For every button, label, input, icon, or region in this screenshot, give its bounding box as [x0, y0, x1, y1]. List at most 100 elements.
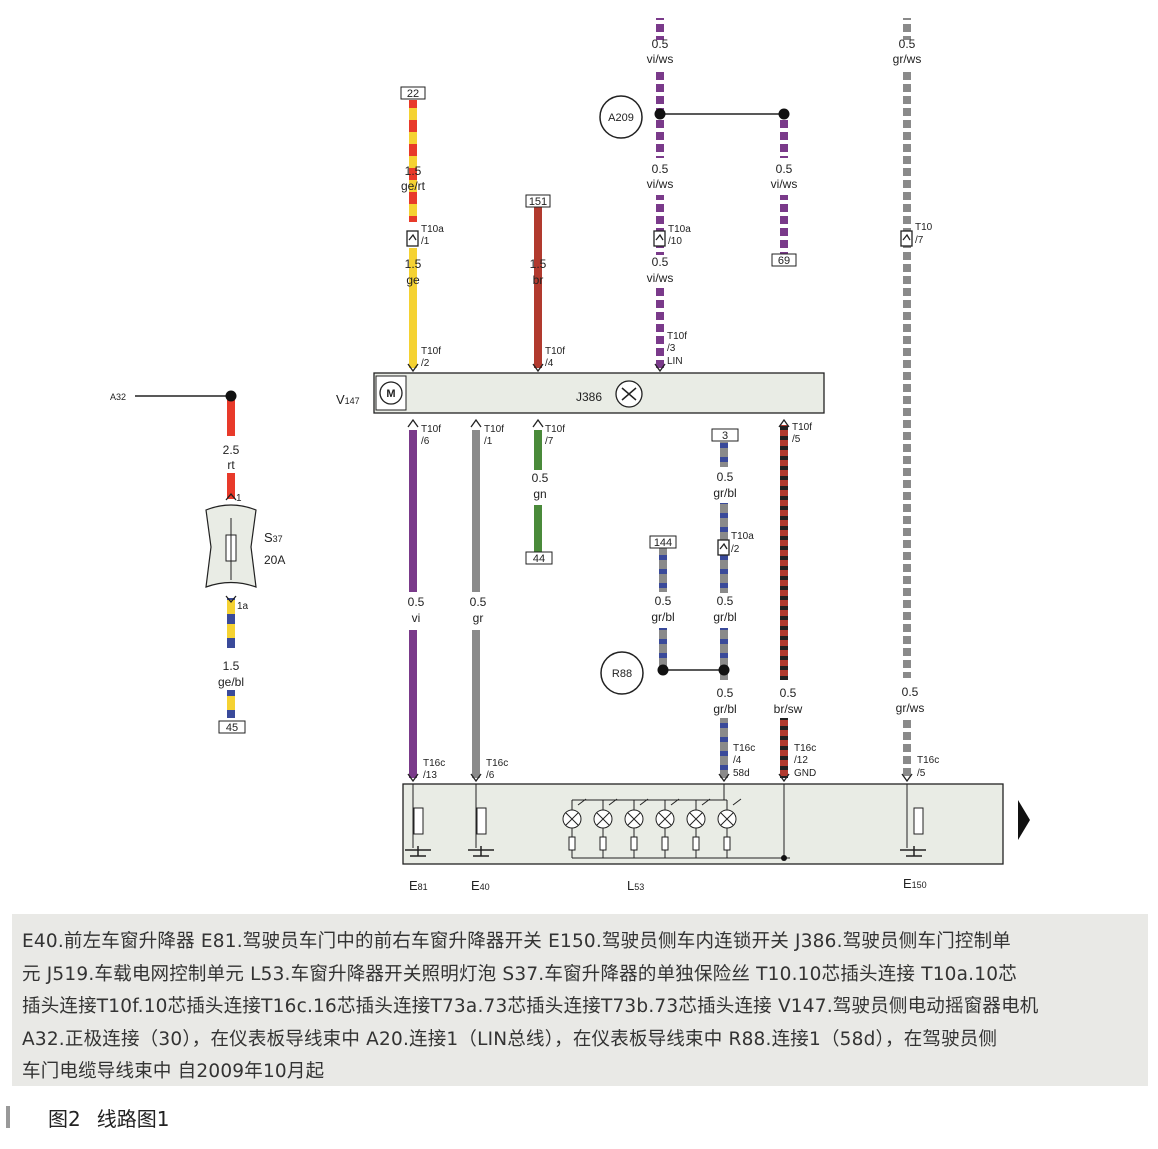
wire-label-size: 0.5 — [717, 686, 734, 700]
wire-label-code: gr/bl — [713, 486, 736, 500]
wire-ge — [409, 248, 417, 368]
legend-line: 车门电缆导线束中 自2009年10月起 — [22, 1061, 325, 1082]
door-switch-unit — [402, 783, 1030, 865]
wire-gn-low — [534, 505, 542, 553]
wire-ge-rt — [409, 100, 417, 222]
e81-label: E81 — [409, 878, 428, 893]
wire-label-size: 0.5 — [780, 686, 797, 700]
bulb-icon — [686, 800, 706, 858]
legend-line: A32.正极连接（30），在仪表板导线束中 A20.连接1（LIN总线），在仪表… — [22, 1028, 998, 1050]
wire-label-code: vi/ws — [647, 271, 674, 285]
svg-text:1: 1 — [236, 493, 242, 504]
s37-label: S37 — [264, 530, 283, 545]
wire-label-code: vi/ws — [647, 177, 674, 191]
svg-text:GND: GND — [794, 768, 816, 779]
wire-label-size: 0.5 — [717, 470, 734, 484]
svg-text:/4: /4 — [545, 358, 554, 369]
wire-ge-bl — [227, 598, 235, 648]
v147-label: V147 — [336, 392, 360, 407]
wire-vi-ws-branch — [780, 114, 788, 158]
wire-gr-low — [472, 630, 480, 778]
wire-label-code: br — [533, 273, 544, 287]
wire-vi-ws-low — [656, 288, 664, 368]
j386-label: J386 — [576, 390, 602, 404]
svg-text:/2: /2 — [421, 358, 430, 369]
component-labels: E81 E40 L53 E150 — [409, 876, 927, 893]
ref-45: 45 — [226, 722, 238, 734]
svg-text:/7: /7 — [915, 235, 924, 246]
wire-label-size: 0.5 — [776, 162, 793, 176]
pin-labels: T10a/1 T10a/10 T10/7 T10a/2 T10f/2 T10f/… — [236, 222, 939, 781]
svg-text:T10f: T10f — [421, 346, 441, 357]
wire-label-code: gr/bl — [713, 610, 736, 624]
wire-label-size: 2.5 — [223, 443, 240, 457]
svg-text:T10f: T10f — [545, 346, 565, 357]
wire-gr-bl-1 — [720, 442, 728, 467]
wire-label-size: 0.5 — [899, 37, 916, 51]
pin-symbols — [225, 230, 913, 783]
wire-label-code: rt — [227, 458, 235, 472]
e40-switch-icon — [468, 784, 494, 857]
legend-line: E40.前左车窗升降器 E81.驾驶员车门中的前右车窗升降器开关 E150.驾驶… — [22, 931, 1011, 952]
wire-label-code: ge — [406, 273, 420, 287]
legend-line: 插头连接T10f.10芯插头连接T16c.16芯插头连接T73a.73芯插头连接… — [22, 996, 1039, 1017]
motor-icon — [379, 381, 403, 405]
wire-br-sw-low — [780, 718, 788, 778]
wire-label-size: 0.5 — [532, 471, 549, 485]
svg-text:/5: /5 — [792, 434, 801, 445]
wire-vi — [409, 430, 417, 592]
wire-vi-low — [409, 630, 417, 778]
j386-control-unit: M J386 — [373, 372, 825, 414]
svg-text:T16c: T16c — [423, 758, 445, 769]
wiring-diagram: 1.5 ge/rt 1.5 ge 1.5 br 0.5 vi/ws 0.5 vi… — [110, 18, 1030, 893]
svg-text:/5: /5 — [917, 768, 926, 779]
ref-3: 3 — [722, 430, 728, 442]
svg-text:LIN: LIN — [667, 356, 683, 367]
node-r88: R88 — [612, 668, 632, 680]
wire-labels: 1.5 ge/rt 1.5 ge 1.5 br 0.5 vi/ws 0.5 vi… — [218, 37, 924, 716]
bulb-icon — [562, 800, 582, 858]
wire-gr-ws-top — [903, 18, 911, 40]
svg-text:/4: /4 — [733, 755, 742, 766]
wire-label-size: 1.5 — [223, 659, 240, 673]
svg-text:/12: /12 — [794, 755, 808, 766]
wire-label-code: gr/ws — [893, 52, 922, 66]
ref-44: 44 — [533, 553, 545, 565]
page-edge-mark — [6, 1106, 10, 1128]
svg-text:T16c: T16c — [733, 743, 755, 754]
svg-text:/6: /6 — [486, 770, 495, 781]
wire-gr-bl-3 — [720, 628, 728, 680]
connection-nodes: A209 R88 A32 — [110, 95, 644, 695]
wire-label-size: 0.5 — [470, 595, 487, 609]
junction-lines — [135, 113, 784, 671]
wire-vi-ws-top — [656, 18, 664, 40]
l53-bulb-array — [562, 784, 790, 859]
legend-panel: E40.前左车窗升降器 E81.驾驶员车门中的前右车窗升降器开关 E150.驾驶… — [12, 914, 1148, 1086]
bulb-icon — [655, 800, 675, 858]
figure-title: 线路图1 — [96, 1107, 170, 1131]
e40-label: E40 — [471, 878, 490, 893]
wire-label-size: 1.5 — [405, 257, 422, 271]
svg-text:/13: /13 — [423, 770, 437, 781]
bulb-icon — [593, 800, 613, 858]
svg-text:T10a: T10a — [731, 531, 754, 542]
wire-rt-low — [227, 473, 235, 499]
wire-gr-ws-long — [903, 68, 911, 678]
wire-br — [534, 206, 542, 368]
svg-text:T16c: T16c — [794, 743, 816, 754]
figure-number: 图2 — [48, 1107, 81, 1131]
wire-vi-ws-mid — [656, 195, 664, 255]
wire-gr — [472, 430, 480, 592]
wire-label-code: ge/bl — [218, 675, 244, 689]
svg-text:/3: /3 — [667, 343, 676, 354]
wire-label-code: vi — [412, 611, 421, 625]
reference-boxes: 22 151 69 3 44 144 45 — [218, 86, 797, 734]
svg-text:T10: T10 — [915, 222, 933, 233]
wire-gn — [534, 430, 542, 470]
wire-label-size: 0.5 — [655, 594, 672, 608]
wire-label-code: gr/bl — [713, 702, 736, 716]
e81-switch-icon — [405, 784, 431, 857]
svg-text:T16c: T16c — [917, 755, 939, 766]
wire-label-size: 1.5 — [530, 257, 547, 271]
bulb-icon — [717, 800, 737, 858]
